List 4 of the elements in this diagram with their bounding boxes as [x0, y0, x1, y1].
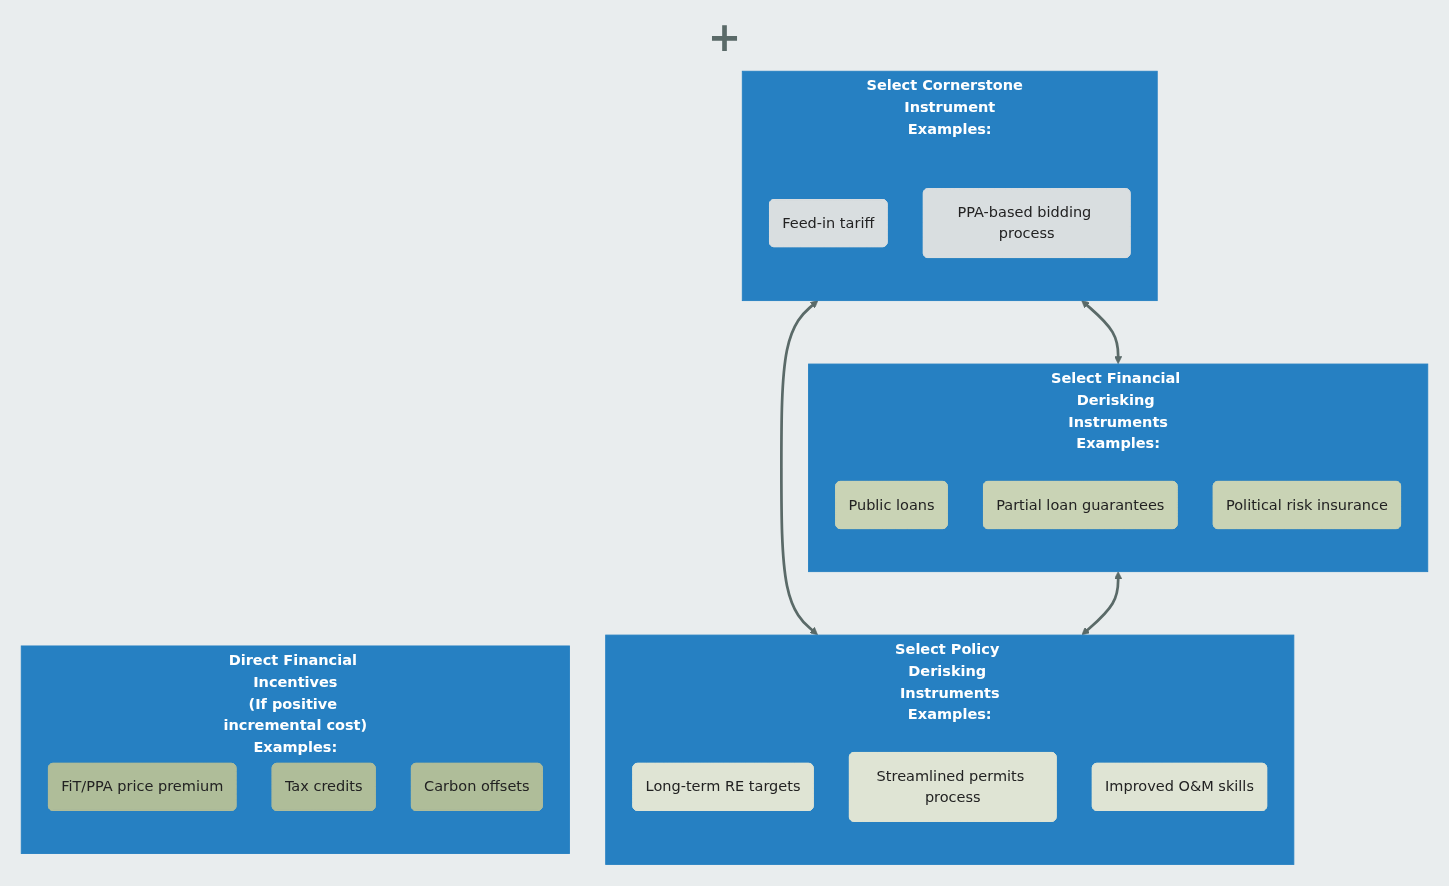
arrow: [1081, 300, 1123, 365]
arrow: [1081, 571, 1123, 636]
plus-sign: +: [707, 14, 742, 60]
arrow: [780, 300, 819, 636]
